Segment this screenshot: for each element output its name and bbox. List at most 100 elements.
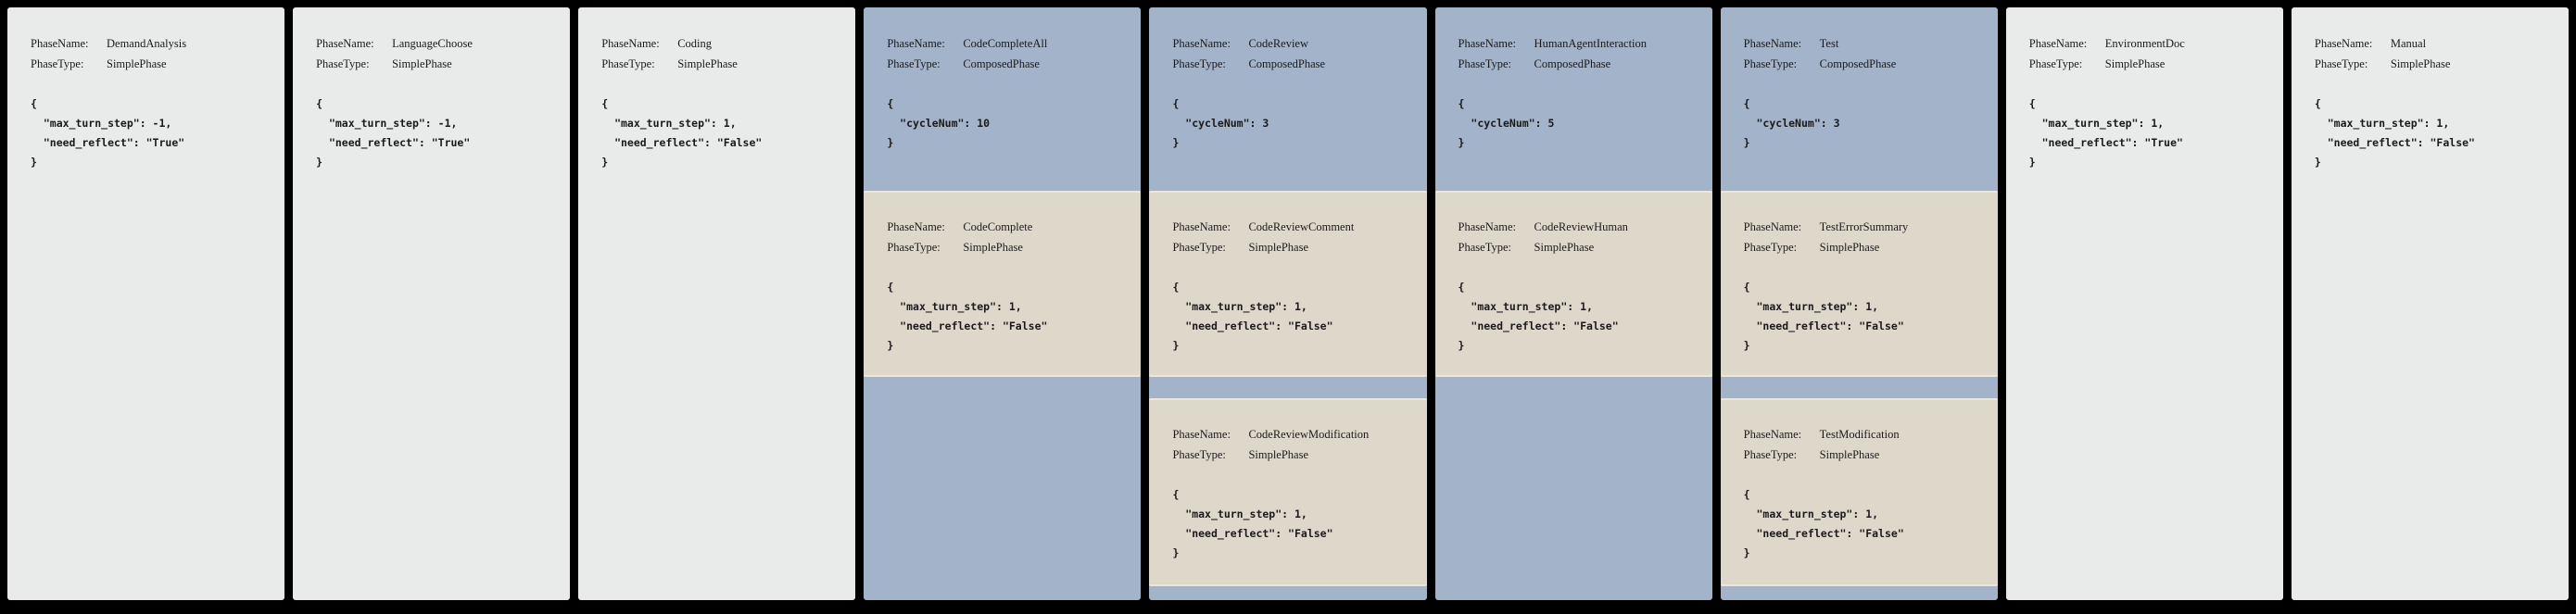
config-line: "cycleNum": 3: [1743, 117, 1840, 130]
phase-type-value: SimplePhase: [2104, 57, 2166, 70]
phase-card-code-review: PhaseName:CodeReview PhaseType:ComposedP…: [1149, 7, 1427, 600]
phase-type-value: SimplePhase: [2390, 57, 2451, 70]
phase-card-demand-analysis: PhaseName:DemandAnalysis PhaseType:Simpl…: [7, 7, 285, 600]
phase-type-line: PhaseType:SimplePhase: [2315, 54, 2548, 74]
phase-info: PhaseName:TestErrorSummary PhaseType:Sim…: [1721, 193, 1998, 356]
config-line: {: [887, 281, 894, 294]
config-line: "need_reflect": "True": [31, 136, 185, 149]
phase-info: PhaseName:EnvironmentDoc PhaseType:Simpl…: [2006, 7, 2283, 172]
config-line: }: [31, 156, 37, 169]
config-line: }: [2314, 156, 2321, 169]
phase-info: PhaseName: TestModification PhaseType: Sim…: [1721, 400, 1998, 563]
config-line: {: [1172, 488, 1180, 501]
phase-type-value: ComposedPhase: [963, 57, 1040, 70]
phase-name-line: PhaseName: TestModification: [1744, 424, 1977, 445]
config-line: "need_reflect": "False": [1172, 320, 1333, 332]
config-line: "max_turn_step": 1,: [887, 300, 1022, 313]
phase-config-json: { "cycleNum": 5 }: [1458, 94, 1692, 153]
phase-card-code-complete-all: PhaseName:CodeCompleteAll PhaseType:Comp…: [864, 7, 1142, 600]
config-line: }: [601, 156, 609, 169]
config-line: }: [2028, 156, 2036, 169]
config-line: }: [1743, 546, 1750, 559]
phase-name-line: PhaseName:CodeReviewModification: [1172, 424, 1406, 445]
phase-name-value: CodeCompleteAll: [963, 37, 1048, 50]
config-line: {: [31, 97, 37, 110]
phase-type-value: SimplePhase: [677, 57, 738, 70]
phase-type-line: PhaseType:ComposedPhase: [887, 54, 1120, 74]
phase-name-line: PhaseName:CodeCompleteAll: [887, 33, 1120, 54]
phase-type-value: SimplePhase: [1534, 241, 1595, 254]
phase-type-line: PhaseType:SimplePhase: [601, 54, 835, 74]
phase-name-line: PhaseName:CodeReviewHuman: [1458, 217, 1692, 237]
phase-type-line: PhaseType:ComposedPhase: [1172, 54, 1406, 74]
phase-name-value: TestErrorSummary: [1819, 220, 1909, 233]
phase-name-line: PhaseName: Manual: [2315, 33, 2548, 54]
phase-name-value: CodeReviewModification: [1248, 428, 1370, 441]
subphase-card-test-modification: PhaseName: TestModification PhaseType: Sim…: [1720, 398, 1998, 586]
config-line: {: [2314, 97, 2321, 110]
phase-name-line: PhaseName:TestErrorSummary: [1744, 217, 1977, 237]
config-line: "cycleNum": 3: [1172, 117, 1269, 130]
phase-name-label: PhaseName:: [1172, 220, 1231, 233]
config-line: "need_reflect": "False": [2314, 136, 2475, 149]
phase-name-line: PhaseName:Test: [1744, 33, 1977, 54]
phase-config-json: { "max_turn_step": 1, "need_reflect": "F…: [2315, 94, 2548, 172]
config-line: "need_reflect": "True": [2028, 136, 2183, 149]
phase-type-line: PhaseType: SimplePhase: [1744, 445, 1977, 465]
config-line: }: [1172, 339, 1180, 352]
phase-config-json: { "cycleNum": 10 }: [887, 94, 1120, 153]
config-line: {: [601, 97, 609, 110]
config-line: }: [887, 136, 894, 149]
phase-card-human-agent-interaction: PhaseName:HumanAgentInteraction PhaseTyp…: [1434, 7, 1712, 600]
phase-info: PhaseName:CodeReviewHuman PhaseType:Simp…: [1435, 193, 1712, 356]
phase-name-line: PhaseName:CodeReviewComment: [1172, 217, 1406, 237]
config-line: "max_turn_step": 1,: [1743, 507, 1879, 520]
phase-type-value: SimplePhase: [963, 241, 1023, 254]
phase-name-value: DemandAnalysis: [107, 37, 187, 50]
phase-card-coding: PhaseName:Coding PhaseType:SimplePhase {…: [578, 7, 856, 600]
phase-info: PhaseName:CodeCompleteAll PhaseType:Comp…: [864, 7, 1141, 191]
phase-config-json: { "max_turn_step": 1, "need_reflect": "F…: [1458, 278, 1692, 356]
phase-type-line: PhaseType:SimplePhase: [2029, 54, 2263, 74]
phase-info: PhaseName:CodeReviewModification PhaseTy…: [1149, 400, 1426, 563]
config-line: "max_turn_step": 1,: [1172, 300, 1307, 313]
phase-info: PhaseName: LanguageChoose PhaseType:Simpl…: [293, 7, 570, 172]
phase-info: PhaseName:DemandAnalysis PhaseType:Simpl…: [7, 7, 284, 172]
phase-type-label: PhaseType:: [1172, 241, 1226, 254]
config-line: {: [1172, 97, 1180, 110]
phase-name-line: PhaseName:CodeReview: [1172, 33, 1406, 54]
phase-config-json: { "max_turn_step": -1, "need_reflect": "…: [316, 94, 549, 172]
config-line: "need_reflect": "False": [1172, 527, 1333, 540]
phase-name-value: Coding: [677, 37, 713, 50]
phase-name-value: TestModification: [1819, 428, 1900, 441]
config-line: }: [1172, 136, 1180, 149]
config-line: }: [1743, 136, 1750, 149]
phase-name-label: PhaseName:: [1743, 428, 1802, 441]
config-line: "need_reflect": "False": [1458, 320, 1619, 332]
phase-type-value: SimplePhase: [1819, 448, 1880, 461]
phase-name-line: PhaseName:Coding: [601, 33, 835, 54]
config-line: }: [1458, 136, 1465, 149]
phase-config-json: { "max_turn_step": 1, "need_reflect": "F…: [887, 278, 1120, 356]
phase-type-value: SimplePhase: [1248, 448, 1309, 461]
subphase-card-code-review-human: PhaseName:CodeReviewHuman PhaseType:Simp…: [1434, 191, 1712, 377]
phase-name-label: PhaseName:: [2314, 37, 2373, 50]
phase-config-json: { "max_turn_step": 1, "need_reflect": "F…: [1172, 278, 1406, 356]
phase-name-value: Manual: [2390, 37, 2427, 50]
phase-card-test: PhaseName:Test PhaseType:ComposedPhase {…: [1720, 7, 1998, 600]
config-line: {: [1458, 281, 1465, 294]
phase-name-value: LanguageChoose: [392, 37, 473, 50]
phase-type-label: PhaseType:: [1458, 57, 1511, 70]
subphase-card-code-review-comment: PhaseName:CodeReviewComment PhaseType:Si…: [1149, 191, 1427, 377]
phase-name-value: EnvironmentDoc: [2104, 37, 2185, 50]
phase-type-line: PhaseType:SimplePhase: [316, 54, 549, 74]
phase-card-language-choose: PhaseName: LanguageChoose PhaseType:Simpl…: [293, 7, 571, 600]
subphase-card-code-review-modification: PhaseName:CodeReviewModification PhaseTy…: [1149, 398, 1427, 586]
phase-type-value: SimplePhase: [1819, 241, 1880, 254]
config-line: "need_reflect": "False": [601, 136, 763, 149]
phase-type-label: PhaseType:: [1743, 448, 1798, 461]
phase-name-label: PhaseName:: [1458, 220, 1517, 233]
phase-type-label: PhaseType:: [1743, 57, 1798, 70]
phase-config-json: { "max_turn_step": 1, "need_reflect": "F…: [1744, 485, 1977, 563]
phase-name-label: PhaseName:: [316, 37, 374, 50]
